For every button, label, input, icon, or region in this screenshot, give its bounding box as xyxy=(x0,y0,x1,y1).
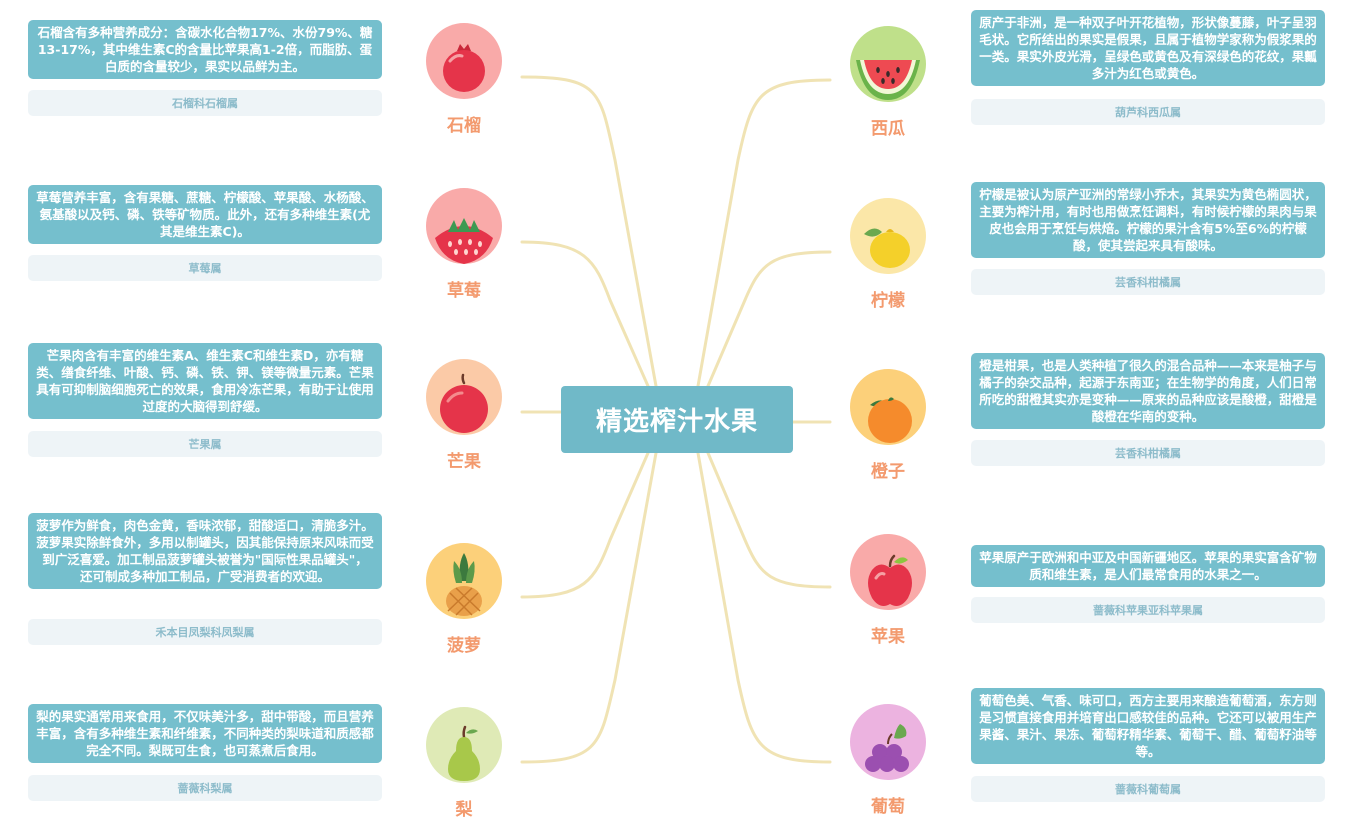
connector-apple xyxy=(706,451,832,589)
watermelon-label[interactable]: 西瓜 xyxy=(871,119,905,139)
orange-icon xyxy=(850,369,926,445)
connector-grape xyxy=(696,451,832,764)
mango-label[interactable]: 芒果 xyxy=(447,452,481,472)
mango-description[interactable]: 芒果肉含有丰富的维生素A、维生素C和维生素D，亦有糖类、缮食纤维、叶酸、钙、磷、… xyxy=(28,343,382,419)
apple-icon xyxy=(850,534,926,610)
pineapple-icon xyxy=(426,543,502,619)
grape-icon xyxy=(850,704,926,780)
strawberry-label[interactable]: 草莓 xyxy=(447,281,481,301)
lemon-icon xyxy=(850,198,926,274)
grape-label[interactable]: 葡萄 xyxy=(871,797,905,817)
grape-taxonomy[interactable]: 蔷薇科葡萄属 xyxy=(971,776,1325,802)
pineapple-taxonomy[interactable]: 禾本目凤梨科凤梨属 xyxy=(28,619,382,645)
lemon-label[interactable]: 柠檬 xyxy=(871,291,905,311)
watermelon-icon xyxy=(850,26,926,102)
pineapple-description[interactable]: 菠萝作为鲜食，肉色金黄，香味浓郁，甜酸适口，清脆多汁。菠萝果实除鲜食外，多用以制… xyxy=(28,513,382,589)
orange-label[interactable]: 橙子 xyxy=(871,462,905,482)
pomegranate-label[interactable]: 石榴 xyxy=(447,116,481,136)
orange-description[interactable]: 橙是柑果，也是人类种植了很久的混合品种——本来是柚子与橘子的杂交品种，起源于东南… xyxy=(971,353,1325,429)
mango-taxonomy[interactable]: 芒果属 xyxy=(28,431,382,457)
apple-taxonomy[interactable]: 蔷薇科苹果亚科苹果属 xyxy=(971,597,1325,623)
grape-description[interactable]: 葡萄色美、气香、味可口，西方主要用来酿造葡萄酒，东方则是习惯直接食用并培育出口感… xyxy=(971,688,1325,764)
strawberry-icon xyxy=(426,188,502,264)
pear-description[interactable]: 梨的果实通常用来食用，不仅味美汁多，甜中带酸，而且营养丰富，含有多种维生素和纤维… xyxy=(28,704,382,763)
pear-taxonomy[interactable]: 蔷薇科梨属 xyxy=(28,775,382,801)
lemon-taxonomy[interactable]: 芸香科柑橘属 xyxy=(971,269,1325,295)
pear-label[interactable]: 梨 xyxy=(455,800,473,820)
strawberry-description[interactable]: 草莓营养丰富，含有果糖、蔗糖、柠檬酸、苹果酸、水杨酸、氨基酸以及钙、磷、铁等矿物… xyxy=(28,185,382,244)
pear-icon xyxy=(426,707,502,783)
pomegranate-taxonomy[interactable]: 石榴科石榴属 xyxy=(28,90,382,116)
pomegranate-icon xyxy=(426,23,502,99)
pineapple-label[interactable]: 菠萝 xyxy=(447,636,481,656)
connector-lemon xyxy=(706,250,832,388)
apple-description[interactable]: 苹果原产于欧洲和中亚及中国新疆地区。苹果的果实富含矿物质和维生素，是人们最常食用… xyxy=(971,545,1325,587)
mango-icon xyxy=(426,359,502,435)
pomegranate-description[interactable]: 石榴含有多种营养成分：含碳水化合物17%、水份79%、糖13-17%，其中维生素… xyxy=(28,20,382,79)
watermelon-description[interactable]: 原产于非洲，是一种双子叶开花植物，形状像蔓藤，叶子呈羽毛状。它所结出的果实是假果… xyxy=(971,10,1325,86)
orange-taxonomy[interactable]: 芸香科柑橘属 xyxy=(971,440,1325,466)
central-topic[interactable]: 精选榨汁水果 xyxy=(561,386,793,453)
apple-label[interactable]: 苹果 xyxy=(871,627,905,647)
connector-pineapple xyxy=(520,451,650,599)
connector-watermelon xyxy=(696,78,832,388)
watermelon-taxonomy[interactable]: 葫芦科西瓜属 xyxy=(971,99,1325,125)
connector-pomegranate xyxy=(520,75,658,388)
lemon-description[interactable]: 柠檬是被认为原产亚洲的常绿小乔木，其果实为黄色椭圆状，主要为榨汁用，有时也用做烹… xyxy=(971,182,1325,258)
connector-strawberry xyxy=(520,240,650,388)
connector-pear xyxy=(520,451,658,764)
strawberry-taxonomy[interactable]: 草莓属 xyxy=(28,255,382,281)
